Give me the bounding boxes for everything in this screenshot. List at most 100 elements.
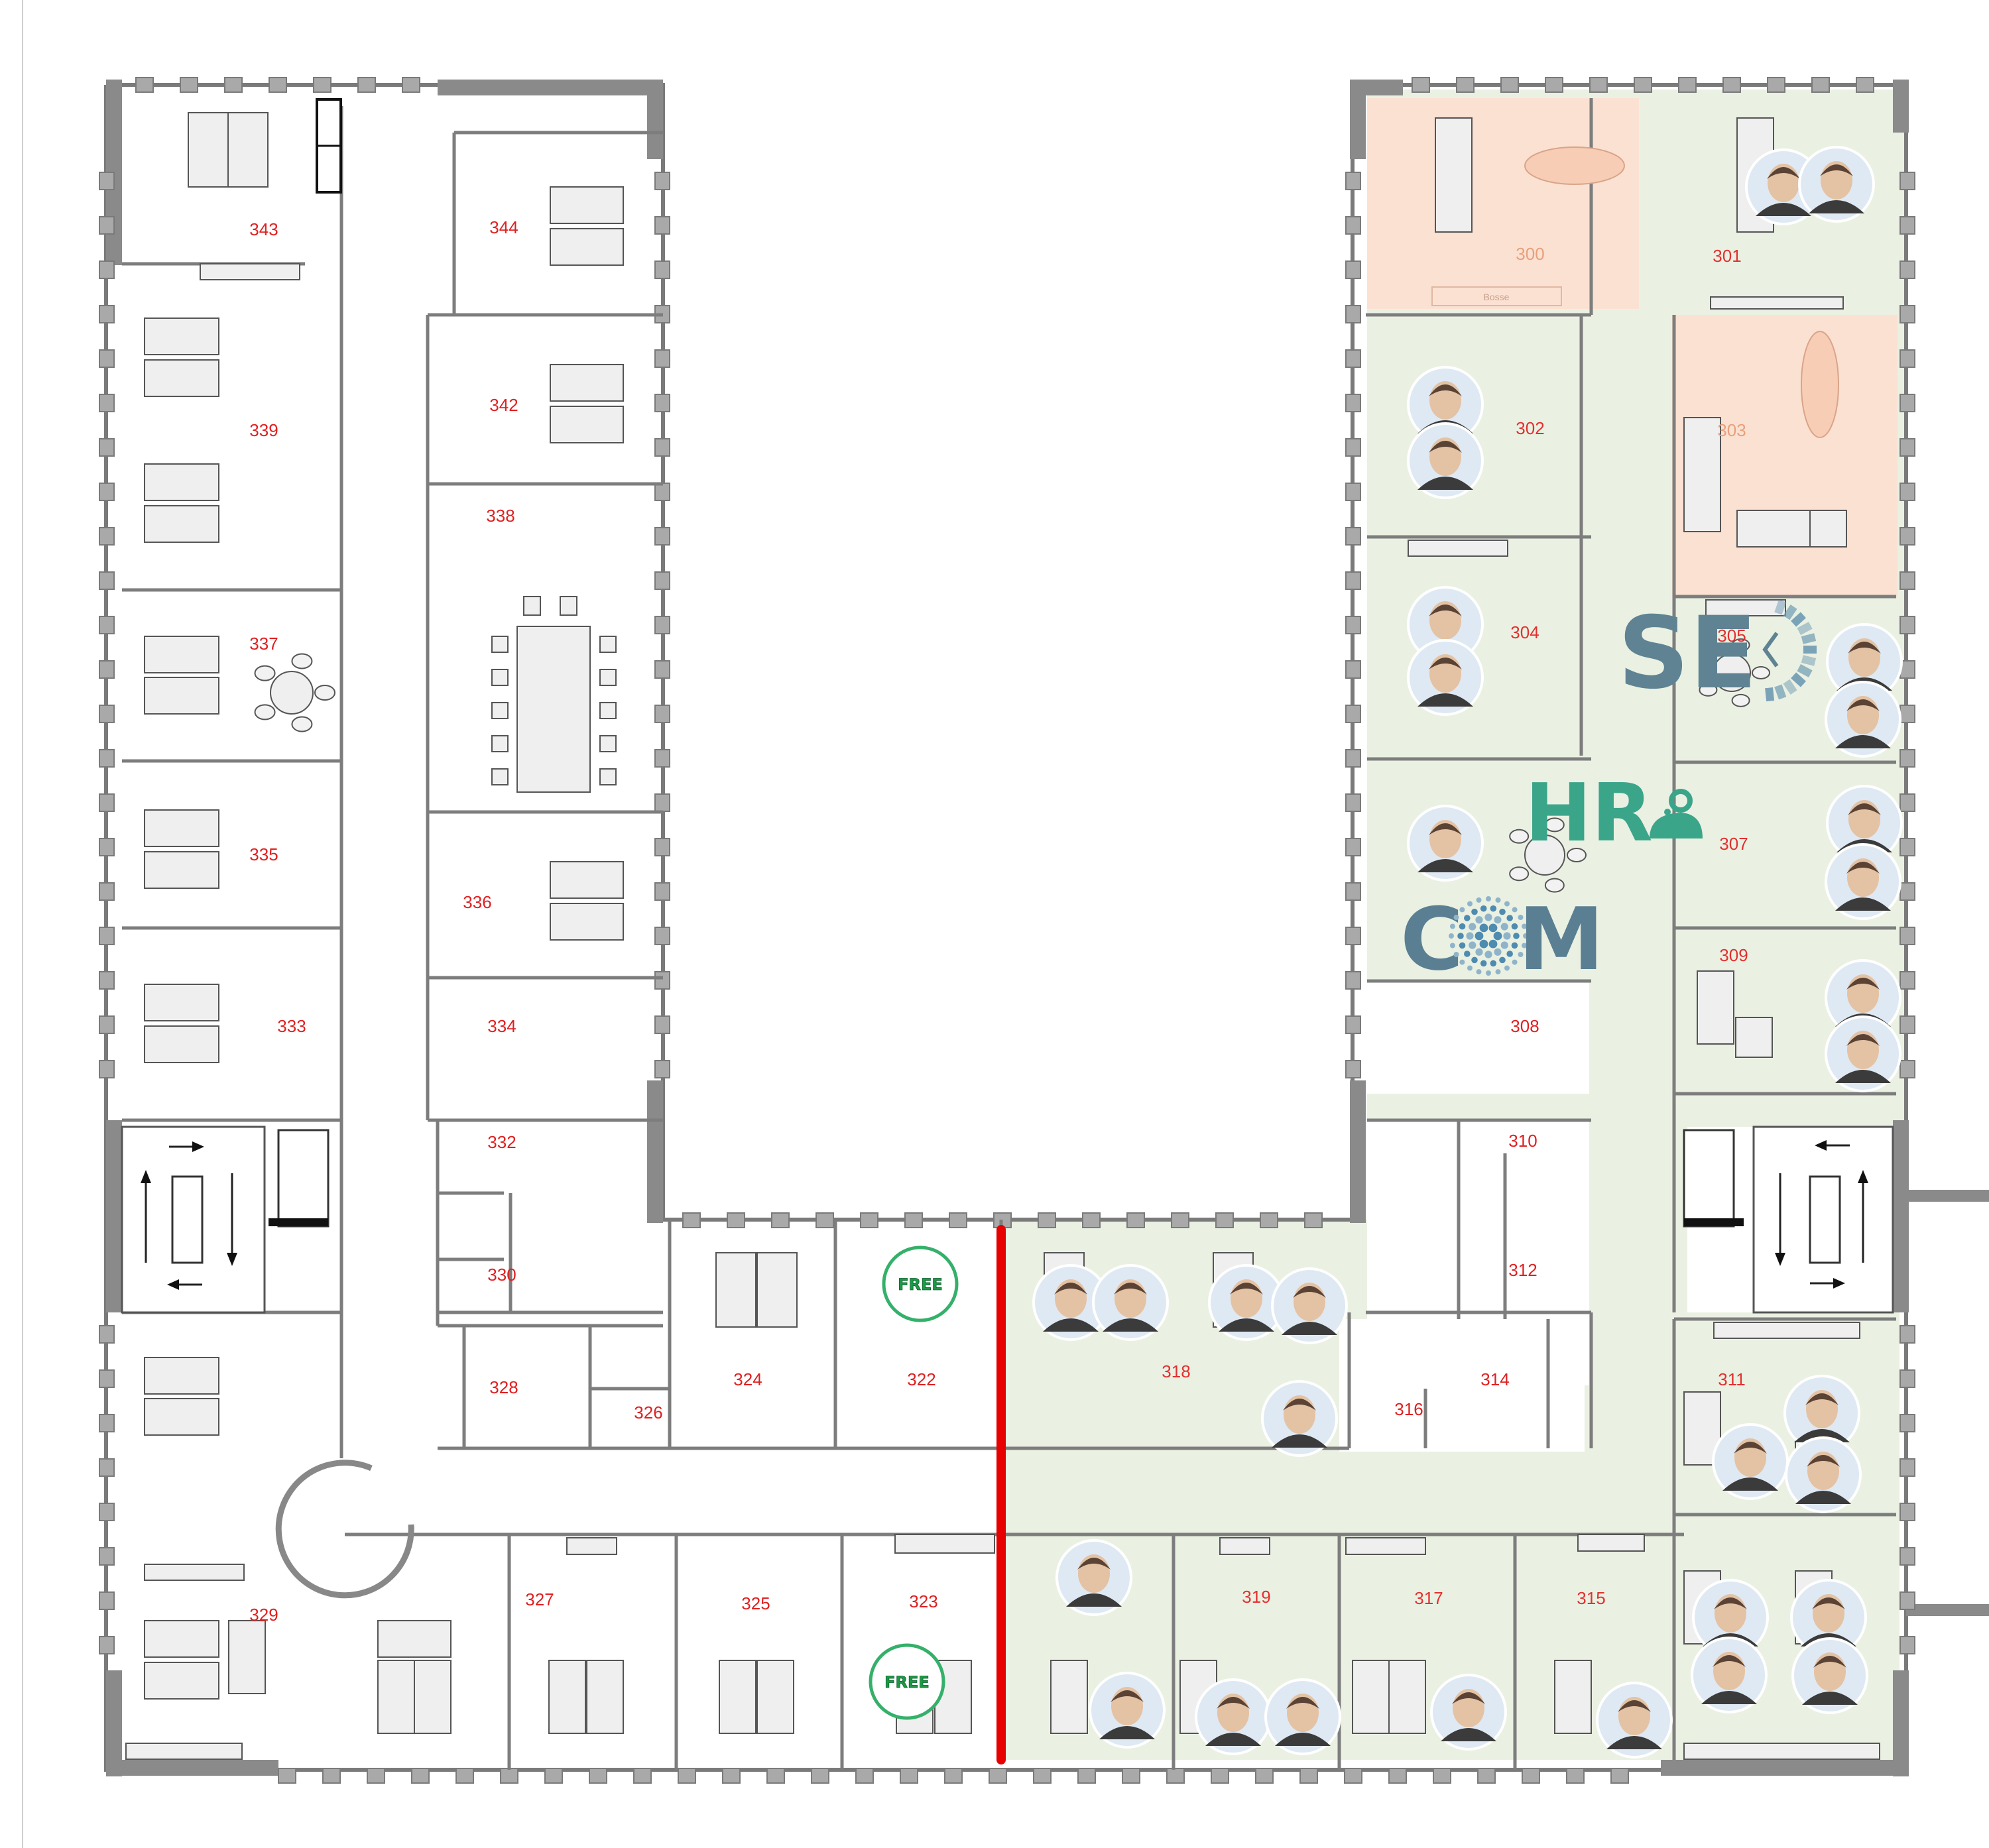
hr-logo-dot [1664,809,1671,815]
window-pillar [1899,349,1915,368]
window-pillar [99,1503,115,1521]
room-label-334[interactable]: 334 [487,1016,516,1036]
room-label-330[interactable]: 330 [487,1265,516,1285]
window-pillar [1899,1591,1915,1610]
conference-chair [599,735,617,752]
desk [1352,1660,1390,1734]
avatar-hair [1114,1283,1147,1295]
room-label-300[interactable]: 300 [1516,244,1544,264]
com-logo-dot [1504,965,1510,971]
room-label-323[interactable]: 323 [909,1591,937,1611]
spiral-feature-329 [275,1460,414,1599]
room-label-325[interactable]: 325 [741,1593,770,1613]
room-label-316[interactable]: 316 [1394,1399,1423,1419]
window-pillar [1126,1212,1145,1228]
room-label-332[interactable]: 332 [487,1132,516,1152]
room-label-310[interactable]: 310 [1508,1131,1537,1151]
se-logo-arc [1765,599,1817,702]
room-label-304[interactable]: 304 [1510,622,1539,642]
room-label-317[interactable]: 317 [1414,1588,1443,1608]
com-logo-dot [1464,915,1471,921]
window-pillar [1033,1768,1052,1784]
room-label-318[interactable]: 318 [1162,1361,1190,1381]
desk [756,1252,798,1328]
room-label-314[interactable]: 314 [1480,1369,1509,1389]
room-label-339[interactable]: 339 [249,420,278,440]
conference-table [516,596,591,793]
com-logo: C M [1400,889,1604,990]
room-label-301[interactable]: 301 [1713,246,1741,266]
window-pillar [1345,793,1361,812]
avatar-hair [1283,1399,1316,1411]
window-pillar [654,882,670,901]
avatar-hair [1429,384,1462,396]
room-label-312[interactable]: 312 [1508,1260,1537,1280]
window-pillar [1388,1768,1407,1784]
com-logo-dot [1484,951,1492,958]
desk [144,677,219,715]
desk [144,851,219,889]
com-logo-dot [1479,923,1488,933]
room-label-338[interactable]: 338 [486,506,514,526]
room-label-327[interactable]: 327 [525,1589,554,1609]
room-label-305[interactable]: 305 [1717,626,1746,646]
window-pillar [135,77,154,93]
room-label-307[interactable]: 307 [1719,834,1748,854]
window-pillar [99,1369,115,1388]
com-logo-dot [1518,915,1524,920]
window-pillar [1634,77,1652,93]
window-pillar [654,527,670,546]
room-label-309[interactable]: 309 [1719,945,1748,965]
window-pillar [1304,1212,1323,1228]
window-pillar [1899,1414,1915,1432]
free-badge-322[interactable]: FREE [882,1245,959,1322]
window-pillar [654,349,670,368]
window-pillar [1899,1325,1915,1344]
round-table-337 [270,671,314,715]
window-pillar [99,438,115,457]
room-label-336[interactable]: 336 [463,892,491,912]
conference-chair [599,636,617,653]
avatar-hair [1429,823,1462,835]
room-label-315[interactable]: 315 [1577,1588,1605,1608]
room-label-311[interactable]: 311 [1718,1369,1745,1389]
room-label-329[interactable]: 329 [249,1605,278,1625]
occupant-avatar [1407,639,1484,716]
com-logo-dot [1464,951,1471,957]
room-label-342[interactable]: 342 [489,395,518,415]
room-label-344[interactable]: 344 [489,217,518,237]
room-label-326[interactable]: 326 [634,1403,662,1422]
room-label-322[interactable]: 322 [907,1369,935,1389]
avatar-shoulders [1219,1318,1274,1332]
bench [125,1743,243,1760]
room-label-343[interactable]: 343 [249,219,278,239]
window-pillar [654,838,670,856]
room-label-308[interactable]: 308 [1510,1016,1539,1036]
room-label-333[interactable]: 333 [277,1016,306,1036]
chair [1544,878,1565,893]
avatar-hair [1805,1393,1838,1405]
desk [1809,510,1847,548]
desk [144,1025,219,1063]
avatar-hair [1848,642,1881,654]
room-label-324[interactable]: 324 [733,1369,762,1389]
se-logo-dash [1801,655,1817,666]
free-badge-323[interactable]: FREE [869,1643,945,1720]
room-label-328[interactable]: 328 [489,1377,518,1397]
room-label-335[interactable]: 335 [249,844,278,864]
room-label-303[interactable]: 303 [1717,420,1746,440]
window-pillar [1566,1768,1585,1784]
meeting-zones [1367,98,1898,597]
room-label-319[interactable]: 319 [1242,1587,1270,1607]
com-logo-dot [1459,923,1466,930]
room-label-337[interactable]: 337 [249,634,278,654]
com-logo-dot [1480,905,1487,912]
window-pillar [99,660,115,679]
com-logo-dot [1511,923,1518,930]
room-label-302[interactable]: 302 [1516,418,1544,438]
free-badge-323-circle [869,1643,945,1720]
desk [144,636,219,673]
round-table-305 [1713,654,1751,692]
window-pillar [99,1547,115,1566]
window-pillar [1767,77,1785,93]
